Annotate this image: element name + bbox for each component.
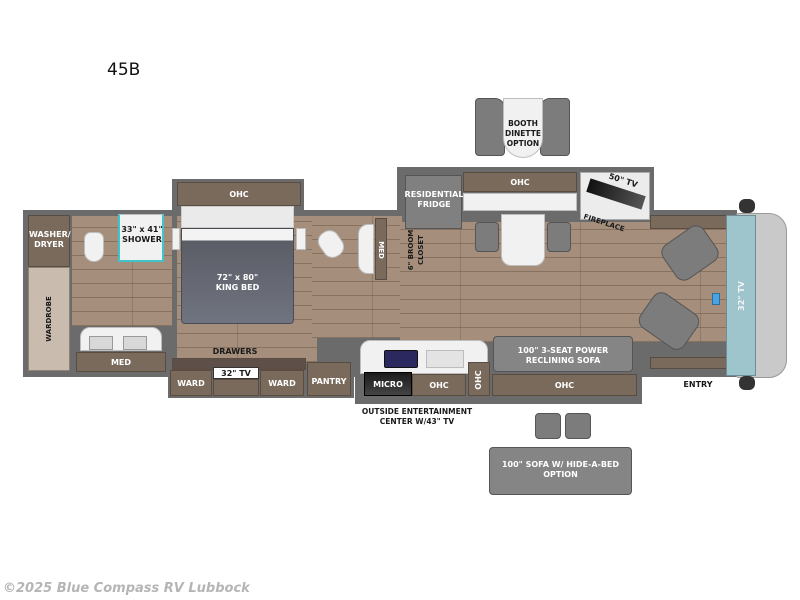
sink-icon xyxy=(123,336,147,350)
pantry-label: PANTRY xyxy=(311,377,347,386)
galley-ohc-label: OHC xyxy=(429,381,449,390)
king-bed: 72" x 80" KING BED xyxy=(181,228,294,324)
galley-ohc: OHC xyxy=(412,374,466,396)
fridge-label: RESIDENTIAL FRIDGE xyxy=(404,190,464,209)
bedroom-tv-label: 32" TV xyxy=(221,369,251,378)
drawers-label: DRAWERS xyxy=(212,347,258,356)
wardrobe: WARDROBE xyxy=(28,267,70,371)
half-bath-med-label: MED xyxy=(377,241,385,259)
cab-tv-label: 32" TV xyxy=(737,281,746,311)
nightstand-right xyxy=(296,228,306,250)
vertical-ohc: OHC xyxy=(468,362,490,396)
vanity-sinks xyxy=(80,327,162,351)
kitchen-ohc-label: OHC xyxy=(510,178,530,187)
rear-toilet-icon xyxy=(84,232,104,262)
ottoman-right xyxy=(565,413,591,439)
dinette-table xyxy=(501,214,545,266)
dinette-chair-left[interactable] xyxy=(475,222,499,252)
bedroom-ohc-label: OHC xyxy=(229,190,249,199)
entry-label: ENTRY xyxy=(683,380,713,389)
hide-a-bed-label: 100" SOFA W/ HIDE-A-BED OPTION xyxy=(501,460,620,479)
shower-label: 33" x 41" SHOWER xyxy=(121,225,163,244)
microwave: MICRO xyxy=(364,372,412,396)
booth-table: BOOTH DINETTE OPTION xyxy=(503,98,543,158)
sink-icon xyxy=(89,336,113,350)
bath-med-cabinet: MED xyxy=(76,352,166,372)
washer-dryer-cabinet: WASHER/ DRYER xyxy=(28,215,71,267)
residential-fridge: RESIDENTIAL FRIDGE xyxy=(405,175,463,229)
dash-screen-icon xyxy=(712,293,720,305)
booth-seat-left xyxy=(475,98,505,156)
model-title: 45B xyxy=(107,60,141,80)
shower: 33" x 41" SHOWER xyxy=(118,214,164,262)
mirror-bottom-icon xyxy=(739,376,755,390)
cooktop-icon xyxy=(384,350,418,368)
nightstand-left xyxy=(172,228,180,250)
ward-left: WARD xyxy=(170,370,212,396)
reclining-sofa-label: 100" 3-SEAT POWER RECLINING SOFA xyxy=(517,346,609,365)
wardrobe-label: WARDROBE xyxy=(45,296,53,342)
kitchen-counter xyxy=(463,193,577,211)
reclining-sofa[interactable]: 100" 3-SEAT POWER RECLINING SOFA xyxy=(493,336,633,372)
watermark: ©2025 Blue Compass RV Lubbock xyxy=(3,581,250,596)
mirror-top-icon xyxy=(739,199,755,213)
hide-a-bed-sofa-option: 100" SOFA W/ HIDE-A-BED OPTION xyxy=(489,447,632,495)
tv-cabinet xyxy=(213,379,259,396)
booth-dinette-option: BOOTH DINETTE OPTION xyxy=(475,98,571,158)
outside-entertainment-label: OUTSIDE ENTERTAINMENT CENTER W/43" TV xyxy=(361,407,473,426)
dinette-chair-right[interactable] xyxy=(547,222,571,252)
ward-right-label: WARD xyxy=(268,379,296,388)
broom-closet-label: 6" BROOM CLOSET xyxy=(407,229,425,271)
pantry: PANTRY xyxy=(307,362,351,396)
bedroom-ohc: OHC xyxy=(177,182,301,206)
washer-dryer-label: WASHER/ DRYER xyxy=(29,230,71,249)
cab-lower-cabinet xyxy=(650,357,730,369)
ward-left-label: WARD xyxy=(177,379,205,388)
galley-sink-icon xyxy=(426,350,464,368)
kitchen-ohc: OHC xyxy=(463,172,577,192)
booth-seat-right xyxy=(540,98,570,156)
bed-pillows xyxy=(181,206,294,228)
sofa-ohc: OHC xyxy=(492,374,637,396)
king-bed-label: 72" x 80" KING BED xyxy=(215,273,260,292)
windshield-tv: 32" TV xyxy=(726,215,756,376)
ottoman-left xyxy=(535,413,561,439)
micro-label: MICRO xyxy=(373,380,403,389)
ward-right: WARD xyxy=(260,370,304,396)
bedroom-tv: 32" TV xyxy=(213,367,259,379)
tv-fireplace-unit: 50" TV xyxy=(580,172,650,220)
half-bath-sink xyxy=(358,224,374,274)
booth-dinette-label: BOOTH DINETTE OPTION xyxy=(505,119,541,148)
sofa-ohc-label: OHC xyxy=(554,381,575,390)
galley-counter xyxy=(360,340,488,374)
bath-med-label: MED xyxy=(110,358,132,367)
half-bath-med: MED xyxy=(375,218,387,280)
vertical-ohc-label: OHC xyxy=(474,370,483,390)
